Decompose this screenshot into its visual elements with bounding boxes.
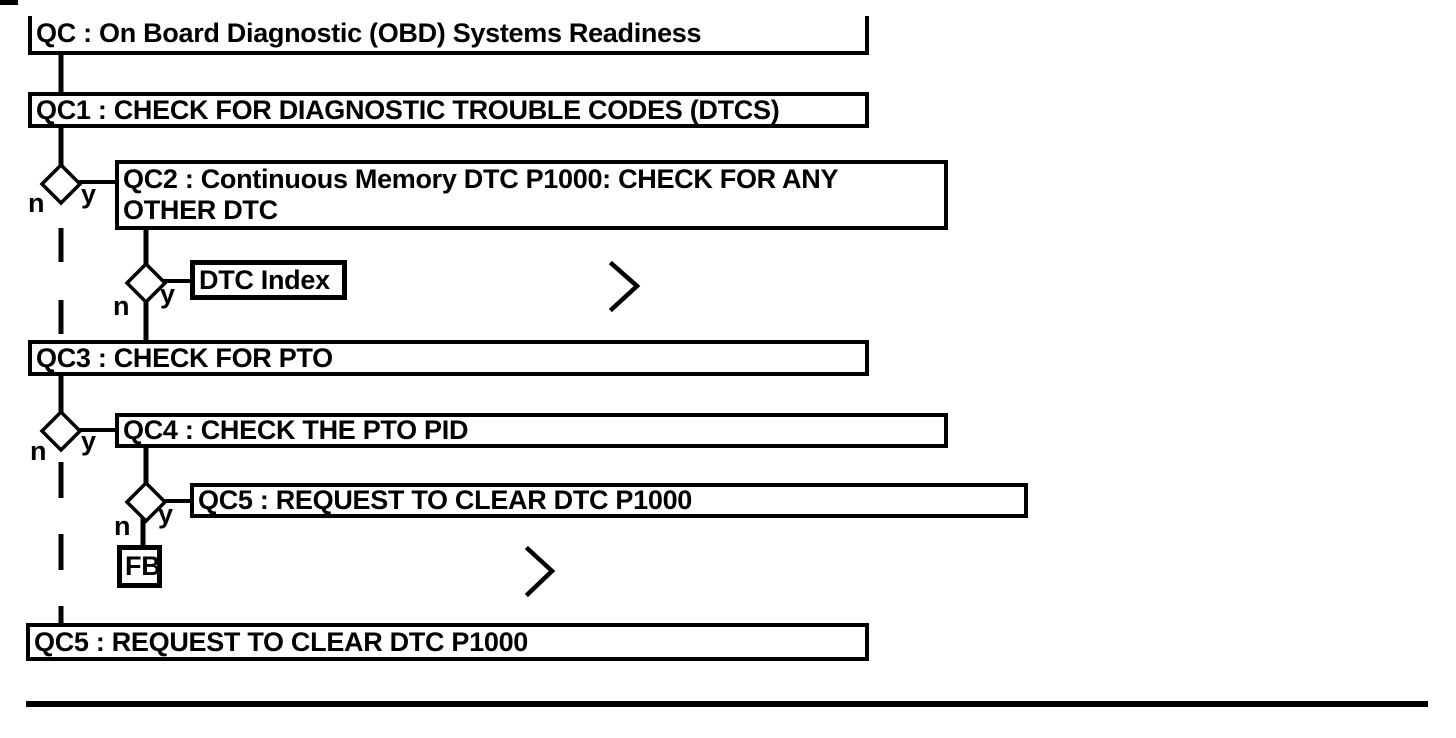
branch-label-no-1: n [28, 188, 45, 218]
node-fb: FB [117, 545, 162, 588]
decision-diamond-4 [124, 480, 168, 524]
node-qc3: QC3 : CHECK FOR PTO [28, 340, 869, 376]
node-qc1: QC1 : CHECK FOR DIAGNOSTIC TROUBLE CODES… [28, 92, 869, 128]
branch-label-no-4: n [114, 511, 131, 541]
branch-label-no-2: n [113, 291, 130, 321]
node-dtc-index-label: DTC Index [199, 264, 330, 295]
node-qc4: QC4 : CHECK THE PTO PID [115, 413, 948, 448]
scan-artifact [0, 0, 18, 5]
node-qc2: QC2 : Continuous Memory DTC P1000: CHECK… [115, 160, 948, 230]
decision-diamond-3 [39, 409, 83, 453]
branch-label-yes-2: y [160, 279, 176, 309]
branch-label-yes-1: y [81, 179, 97, 209]
node-qc2-label: QC2 : Continuous Memory DTC P1000: CHECK… [123, 164, 839, 225]
node-qc-header: QC : On Board Diagnostic (OBD) Systems R… [28, 16, 869, 55]
bottom-rule [26, 701, 1428, 707]
branch-label-yes-3: y [81, 426, 97, 456]
node-dtc-index: DTC Index [190, 260, 347, 300]
node-qc4-label: QC4 : CHECK THE PTO PID [123, 415, 469, 445]
branch-label-yes-4: y [158, 499, 174, 529]
node-fb-label: FB [125, 551, 161, 581]
node-qc5-branch-label: QC5 : REQUEST TO CLEAR DTC P1000 [198, 485, 693, 515]
node-qc5-final: QC5 : REQUEST TO CLEAR DTC P1000 [26, 623, 869, 661]
node-qc3-label: QC3 : CHECK FOR PTO [36, 342, 333, 373]
node-qc1-label: QC1 : CHECK FOR DIAGNOSTIC TROUBLE CODES… [36, 94, 780, 125]
node-qc5-final-label: QC5 : REQUEST TO CLEAR DTC P1000 [34, 626, 529, 657]
chevron-right-icon [608, 260, 641, 313]
decision-diamond-2 [124, 261, 168, 305]
node-qc-label: QC : On Board Diagnostic (OBD) Systems R… [36, 18, 702, 48]
branch-label-no-3: n [30, 436, 47, 466]
chevron-right-icon [524, 545, 556, 598]
decision-diamond-1 [39, 162, 83, 206]
node-qc5-branch: QC5 : REQUEST TO CLEAR DTC P1000 [190, 483, 1028, 518]
